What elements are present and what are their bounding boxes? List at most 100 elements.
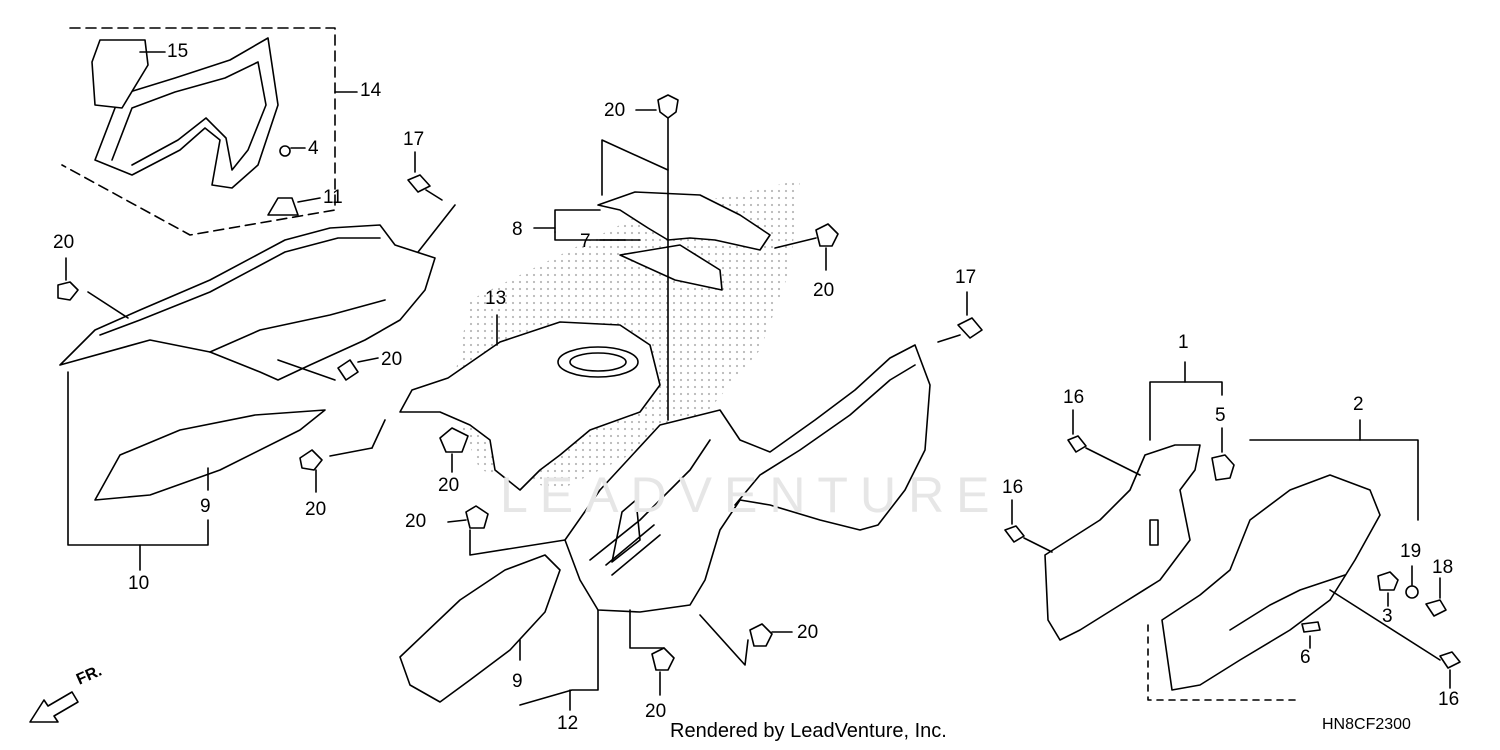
main-fuel-tank-cover: [564, 344, 931, 613]
clip-20a-leader-panel: [87, 291, 129, 319]
callout-15: 15: [167, 41, 189, 62]
part-7-trim: [619, 244, 723, 291]
bracket-10: [67, 371, 209, 546]
bracket-2: [1249, 439, 1419, 521]
callout-20: 20: [645, 701, 667, 722]
callout-20: 20: [405, 511, 427, 532]
tank-filler-opening: [557, 346, 639, 378]
part-1-heat-shield: [1044, 444, 1201, 641]
callout-12: 12: [557, 713, 579, 734]
callout-5: 5: [1215, 405, 1226, 426]
callout-10: 10: [128, 573, 150, 594]
callout-19: 19: [1400, 541, 1422, 562]
callout-20: 20: [381, 349, 403, 370]
callout-16: 16: [1002, 477, 1024, 498]
callout-9: 9: [200, 496, 211, 517]
callout-18: 18: [1432, 557, 1454, 578]
clip-20c-to-tank-2: [371, 419, 386, 449]
honda-wordmark-area: [605, 524, 661, 576]
tank-filler-inner: [569, 352, 627, 372]
diagram-code: HN8CF2300: [1322, 716, 1411, 733]
callout-13: 13: [485, 288, 507, 309]
leader-20f: [447, 519, 467, 523]
part-20-clip-a: [57, 281, 79, 301]
honda-wing-emblem: [611, 499, 641, 563]
clip-20e-to-cover: [774, 237, 817, 249]
callout-20: 20: [438, 475, 460, 496]
part-20-clip-h: [749, 623, 773, 647]
part-20-clip-b: [337, 359, 359, 381]
part-2-muffler-guard: [1161, 474, 1381, 691]
part-2-inner-line: [1229, 574, 1346, 631]
callout-7: 7: [580, 231, 591, 252]
part-20-clip-e: [815, 223, 839, 247]
part-16-bolt-a: [1067, 435, 1087, 453]
part-5-nut: [1211, 454, 1235, 481]
render-credit: Rendered by LeadVenture, Inc.: [670, 720, 947, 742]
callout-1: 1: [1178, 332, 1189, 353]
part-15-seal: [91, 39, 149, 109]
part-20-clip-d: [439, 427, 469, 453]
part-11-nut: [267, 197, 299, 216]
callout-20: 20: [53, 232, 75, 253]
callout-20: 20: [813, 280, 835, 301]
left-side-cover-fold: [209, 299, 386, 353]
callout-6: 6: [1300, 647, 1311, 668]
clip-20b-to-panel: [277, 359, 336, 381]
callout-20: 20: [797, 622, 819, 643]
panel-14: [94, 37, 279, 189]
part-17-bolt-right: [957, 317, 983, 339]
front-direction-arrow: [29, 691, 79, 723]
callout-20: 20: [305, 499, 327, 520]
part-20-clip-top: [657, 94, 679, 119]
callout-2: 2: [1353, 394, 1364, 415]
leader-17b-bolt: [937, 334, 961, 343]
bracket-1: [1149, 381, 1223, 441]
part-20-clip-c: [299, 449, 323, 471]
clip-20h-to-cover: [699, 614, 749, 666]
callout-14: 14: [360, 80, 382, 101]
callout-20: 20: [604, 100, 626, 121]
part-13-tank-cover: [399, 321, 661, 491]
leader-20b: [357, 357, 379, 363]
bolt-17-shank: [425, 189, 443, 201]
part-20-clip-f: [465, 505, 489, 529]
part-17-bolt-left: [407, 174, 431, 193]
part-9-front-panel: [399, 554, 561, 703]
part-3-collar: [1377, 571, 1399, 591]
part-19-washer: [1405, 585, 1419, 599]
inset-14-bracket: [61, 27, 336, 236]
part-16-bolt-c: [1439, 651, 1461, 669]
callout-4: 4: [308, 138, 319, 159]
callout-17: 17: [955, 267, 977, 288]
clip-20g-to-cover: [629, 609, 665, 649]
left-side-cover-edge: [99, 237, 381, 336]
part-8-rear-cover: [597, 191, 771, 251]
part-6-clip: [1301, 621, 1321, 633]
left-side-cover: [59, 224, 436, 381]
callout-16: 16: [1438, 689, 1460, 710]
bolt-16b-to-shield: [1023, 537, 1053, 553]
part-20-clip-g: [651, 647, 675, 671]
part-16-bolt-b: [1004, 525, 1025, 543]
bracket-12: [519, 609, 599, 706]
callout-11: 11: [323, 187, 343, 208]
leader-11: [297, 197, 321, 203]
clip-20f-to-cover: [469, 529, 566, 556]
part-9-left-strip: [94, 409, 326, 501]
watermark: LEADVENTURE: [500, 467, 1002, 523]
bolt-16c-to-guard: [1329, 589, 1441, 661]
callout-3: 3: [1382, 606, 1393, 627]
bracket-2-dashed: [1147, 624, 1301, 701]
part-18-bolt: [1425, 599, 1447, 617]
callout-9: 9: [512, 671, 523, 692]
bracket-8: [601, 139, 669, 196]
main-cover-crease-2: [589, 439, 711, 561]
part-1-slot: [1149, 519, 1159, 546]
panel-14-inner: [111, 61, 267, 171]
bracket-8-7: [554, 209, 601, 233]
callout-8: 8: [512, 219, 523, 240]
callout-17: 17: [403, 129, 425, 150]
